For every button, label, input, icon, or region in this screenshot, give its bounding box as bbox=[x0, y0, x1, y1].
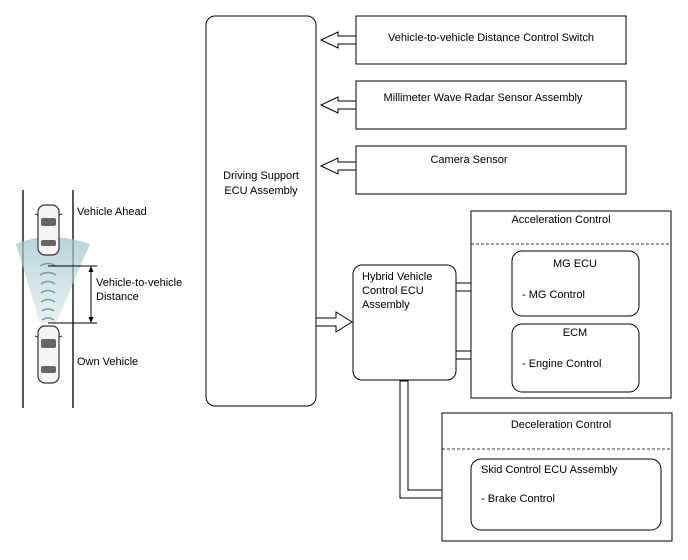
distance-label-line1: Vehicle-to-vehicle bbox=[96, 277, 182, 289]
mg-ecu-box: MG ECU - MG Control bbox=[511, 250, 640, 317]
driving-support-ecu-line1: Driving Support bbox=[223, 170, 299, 182]
input-radar-sensor-label: Millimeter Wave Radar Sensor Assembly bbox=[384, 92, 583, 104]
arrow-radar-to-ecu bbox=[319, 96, 357, 114]
hybrid-ecu-line1: Hybrid Vehicle bbox=[362, 271, 432, 283]
mg-ecu-title: MG ECU bbox=[553, 258, 597, 270]
distance-label-line2: Distance bbox=[96, 291, 139, 303]
hybrid-ecu-box: Hybrid Vehicle Control ECU Assembly bbox=[352, 264, 457, 381]
arrow-camera-to-ecu bbox=[319, 157, 357, 175]
skid-control-ecu-title: Skid Control ECU Assembly bbox=[481, 464, 618, 476]
input-distance-switch-box: Vehicle-to-vehicle Distance Control Swit… bbox=[355, 15, 627, 65]
own-vehicle-label: Own Vehicle bbox=[77, 356, 138, 368]
road-scene: Vehicle Ahead Vehicle-to-vehicle Distanc… bbox=[16, 190, 182, 408]
ecm-box: ECM - Engine Control bbox=[511, 323, 640, 393]
deceleration-control-title: Deceleration Control bbox=[511, 419, 611, 431]
vehicle-ahead-label: Vehicle Ahead bbox=[77, 206, 147, 218]
distance-dimension bbox=[48, 265, 97, 324]
input-camera-sensor-label: Camera Sensor bbox=[430, 154, 507, 166]
acceleration-control-title: Acceleration Control bbox=[511, 214, 610, 226]
radar-wave-arcs bbox=[39, 262, 57, 321]
skid-control-ecu-box: Skid Control ECU Assembly - Brake Contro… bbox=[470, 458, 662, 531]
input-distance-switch-label: Vehicle-to-vehicle Distance Control Swit… bbox=[388, 32, 594, 44]
driving-support-ecu-box: Driving Support ECU Assembly bbox=[205, 15, 317, 407]
mg-ecu-item: - MG Control bbox=[522, 289, 585, 301]
arrow-ecu-to-hybrid bbox=[315, 311, 353, 333]
hybrid-ecu-line2: Control ECU bbox=[362, 285, 424, 297]
ecm-title: ECM bbox=[563, 327, 587, 339]
skid-control-ecu-item: - Brake Control bbox=[481, 493, 555, 505]
input-radar-sensor-box: Millimeter Wave Radar Sensor Assembly bbox=[355, 80, 627, 130]
acceleration-control-group: Acceleration Control MG ECU - MG Control… bbox=[470, 210, 672, 399]
input-camera-sensor-box: Camera Sensor bbox=[355, 145, 627, 195]
driving-support-ecu-line2: ECU Assembly bbox=[224, 185, 298, 197]
car-ahead-icon bbox=[34, 204, 63, 256]
hybrid-ecu-line3: Assembly bbox=[362, 299, 410, 311]
radar-beam bbox=[16, 237, 90, 323]
deceleration-control-group: Deceleration Control Skid Control ECU As… bbox=[441, 412, 673, 542]
arrow-switch-to-ecu bbox=[319, 31, 357, 49]
own-car-icon bbox=[34, 325, 63, 384]
ecm-item: - Engine Control bbox=[522, 358, 602, 370]
